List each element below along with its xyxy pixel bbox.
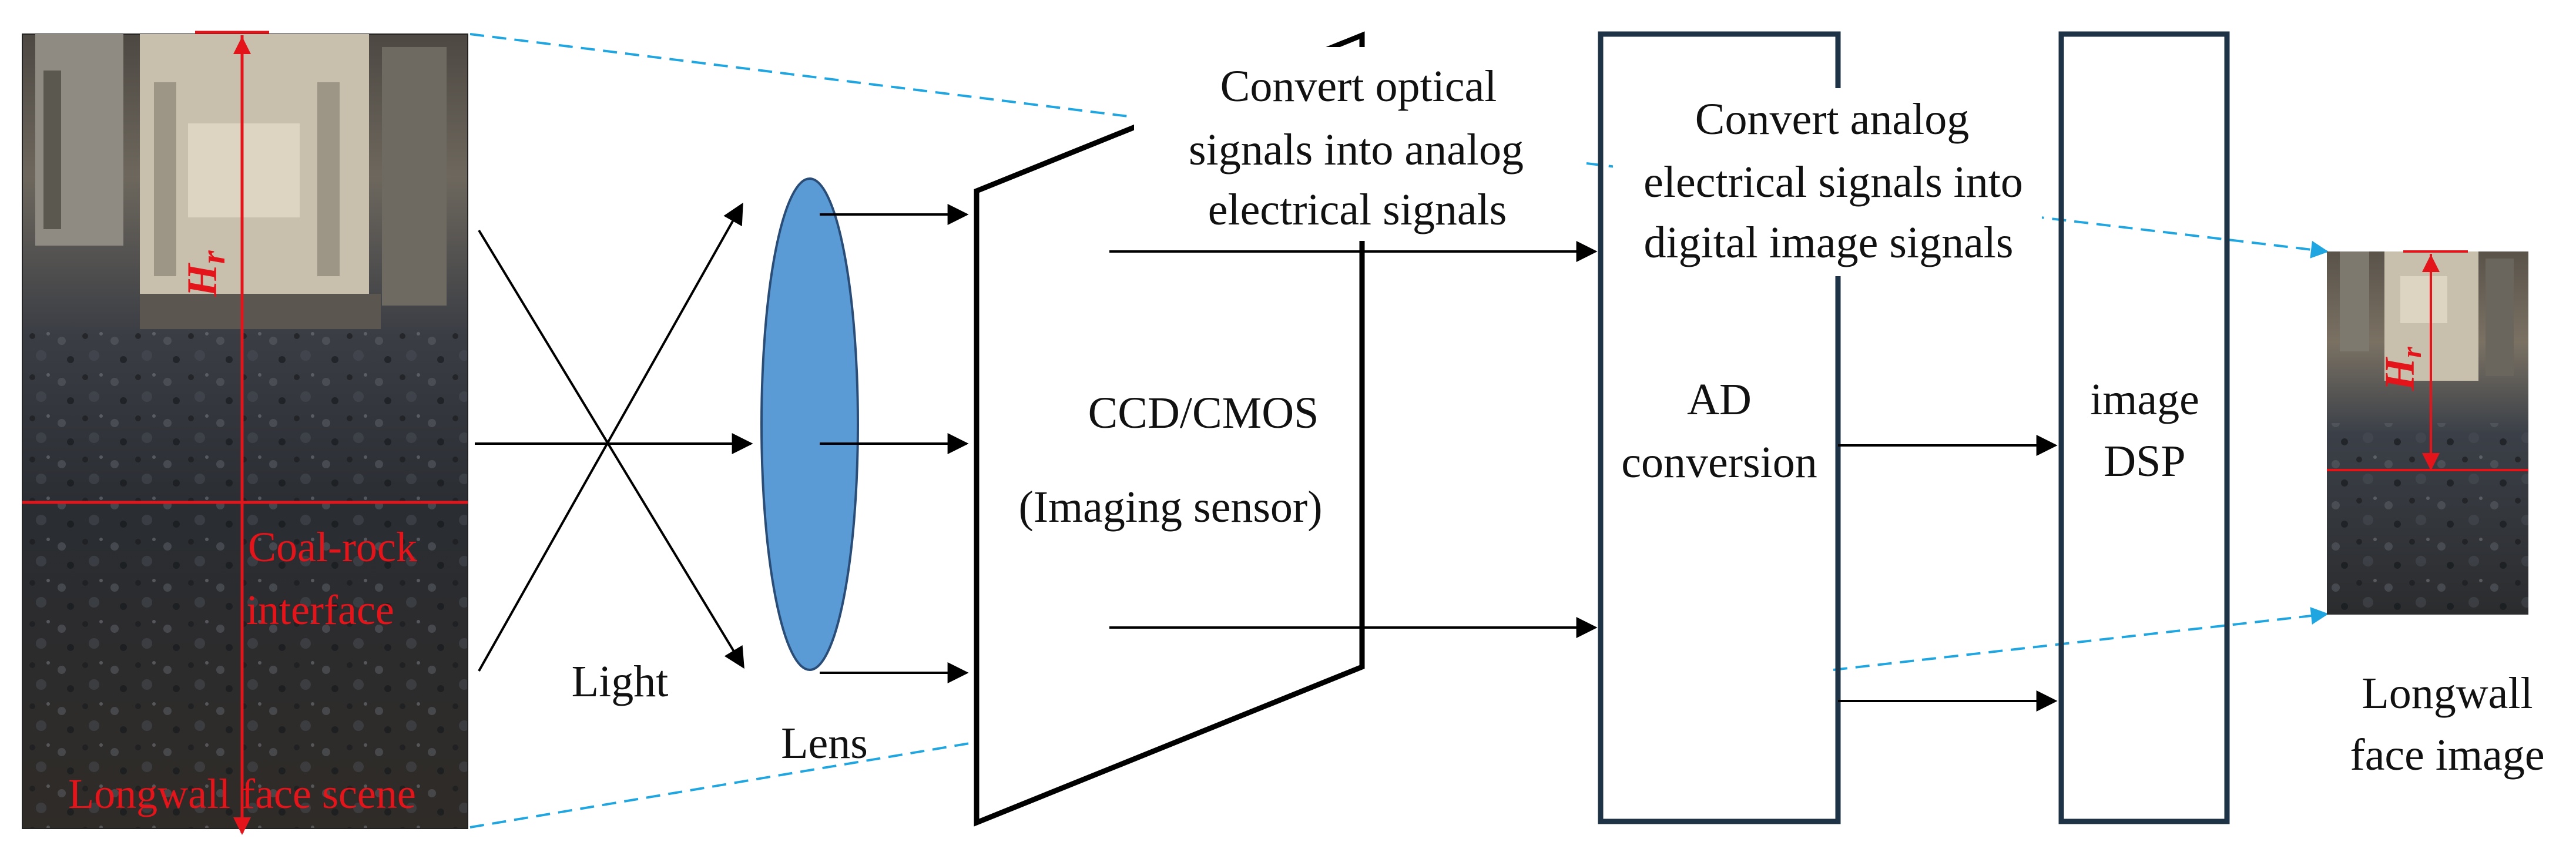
ad-desc-line2: electrical signals into (1643, 157, 2023, 207)
dsp-box (2058, 31, 2230, 824)
dsp-label-line1: image (2090, 375, 2199, 424)
scene-label: Longwall face scene (68, 770, 416, 817)
ad-desc-line1: Convert analog (1695, 95, 1969, 144)
ad-desc-backdrop (1613, 88, 2042, 276)
light-label: Light (572, 657, 669, 706)
output-label-line2: face image (2350, 730, 2544, 780)
longwall-scene-photo (22, 33, 468, 829)
sensor-desc-line3: electrical signals (1208, 185, 1507, 234)
shield-support (35, 34, 447, 329)
output-height-symbol: Hr (2376, 346, 2427, 391)
ad-desc-line3: digital image signals (1643, 218, 2013, 267)
sensor-label-line2: (Imaging sensor) (1018, 482, 1322, 532)
sensor-label-line1: CCD/CMOS (1088, 388, 1319, 438)
ad-to-dsp-arrows (1838, 435, 2058, 712)
sensor-to-ad-arrows (1109, 241, 1598, 638)
scene-height-symbol: Hr (179, 250, 232, 297)
interface-label-line1: Coal-rock (248, 524, 417, 571)
dsp-label-line2: DSP (2104, 437, 2185, 486)
interface-label-line2: interface (246, 586, 394, 633)
sensor-desc-backdrop (1134, 47, 1563, 241)
ad-label-line1: AD (1687, 375, 1752, 424)
output-image-photo (2327, 251, 2528, 615)
ad-label-line2: conversion (1621, 438, 1817, 487)
light-rays (475, 202, 753, 672)
lens-shape (760, 177, 859, 671)
ad-conversion-box (1598, 31, 1841, 824)
sensor-desc-line1: Convert optical (1220, 62, 1497, 111)
sensor-desc-line2: signals into analog (1189, 125, 1524, 175)
lens-label: Lens (781, 719, 868, 768)
lens-output-arrows (820, 204, 969, 683)
output-label-line1: Longwall (2362, 669, 2533, 718)
